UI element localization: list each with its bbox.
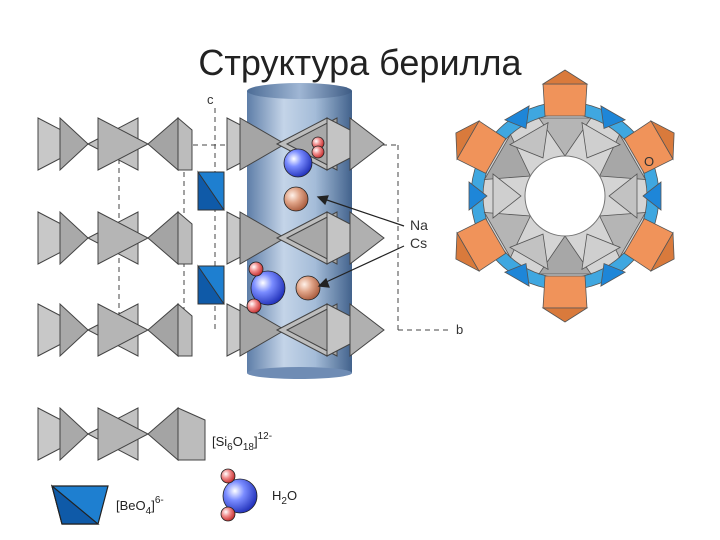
water-hydrogen-atom (247, 299, 261, 313)
hexagonal-ring (445, 70, 685, 322)
sodium-atom (284, 187, 308, 211)
legend-silicate-swatch (38, 408, 205, 460)
water-oxygen-atom (284, 149, 312, 177)
oxygen-label: O (644, 154, 654, 169)
legend: [Si6O18]12- [BeO4]6- H2O (38, 408, 297, 524)
silicate-layer-2 (38, 212, 384, 264)
legend-water-label: H2O (272, 488, 297, 507)
ring-channel-hole (525, 156, 605, 236)
water-hydrogen-atom (312, 146, 324, 158)
silicate-layer-1 (38, 118, 384, 170)
legend-beryllium-swatch (52, 486, 108, 524)
silicate-layer-3 (38, 304, 384, 356)
na-label: Na (410, 217, 428, 233)
legend-silicate-label: [Si6O18]12- (212, 431, 272, 453)
b-axis-label: b (456, 322, 463, 337)
legend-beryllium-label: [BeO4]6- (116, 495, 164, 517)
caesium-atom (296, 276, 320, 300)
water-hydrogen-atom (249, 262, 263, 276)
beryllium-tetrahedra (198, 172, 224, 304)
cs-label: Cs (410, 235, 427, 251)
legend-water-swatch (221, 469, 257, 521)
c-axis-label: c (207, 92, 214, 107)
